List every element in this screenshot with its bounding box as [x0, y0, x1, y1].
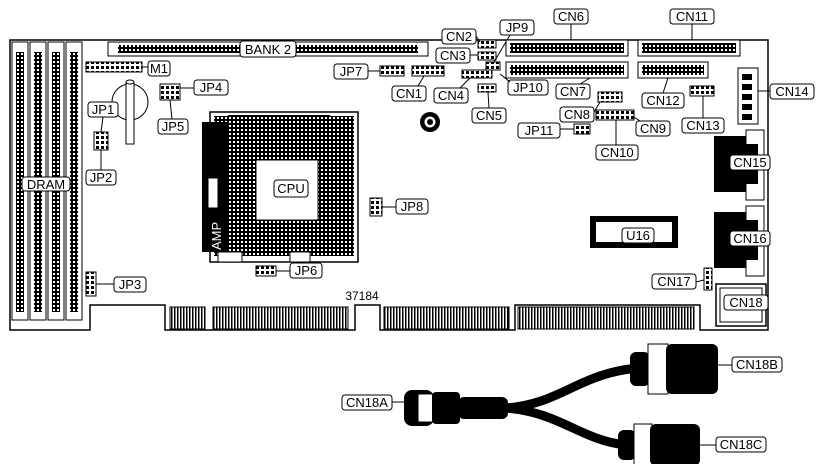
cn18b-label: CN18B	[736, 357, 778, 372]
edge-connector-pci-2	[517, 306, 695, 330]
jp6-label: JP6	[295, 263, 317, 278]
jp4-label: JP4	[200, 80, 222, 95]
cn17-header	[703, 267, 713, 291]
cn11-label: CN11	[676, 9, 708, 24]
jp9-label: JP9	[506, 20, 528, 35]
m1-header	[85, 61, 143, 73]
cn12-label: CN12	[646, 93, 679, 108]
part-number: 37184	[345, 289, 379, 303]
edge-connector-isa-1	[169, 306, 206, 330]
battery-icon	[111, 79, 149, 145]
u16-label: U16	[626, 228, 650, 243]
edge-connector-pci-1	[383, 306, 510, 330]
cn3-label: CN3	[440, 48, 466, 63]
jp1-label: JP1	[92, 102, 114, 117]
cn10-label: CN10	[600, 145, 633, 160]
jp7-label: JP7	[340, 64, 362, 79]
jp1-jumper	[93, 131, 109, 151]
y-cable	[404, 343, 718, 464]
jp5-label: JP5	[162, 119, 184, 134]
jp9-jumper	[485, 61, 501, 71]
m1-label: M1	[150, 61, 168, 76]
cn1-header	[411, 65, 445, 77]
jp2-label: JP2	[90, 170, 112, 185]
jp4-jumper	[159, 83, 181, 101]
cn16-label: CN16	[733, 231, 766, 246]
cn13-label: CN13	[686, 118, 719, 133]
jp6-jumper	[255, 265, 277, 277]
cn15-label: CN15	[733, 155, 766, 170]
cn3-header	[477, 51, 497, 61]
cpu-socket	[202, 111, 359, 263]
cn7-label: CN7	[560, 84, 586, 99]
cn14-label: CN14	[775, 84, 808, 99]
cn8-header	[597, 91, 623, 103]
jp11-label: JP11	[525, 123, 554, 138]
screw-icon	[420, 112, 440, 132]
cn1-label: CN1	[396, 86, 422, 101]
jp7-jumper	[379, 65, 405, 77]
cn2-header	[477, 39, 497, 49]
cn8-label: CN8	[564, 107, 590, 122]
cn5-header	[477, 83, 497, 93]
jp8-label: JP8	[401, 199, 423, 214]
cn4-header	[461, 69, 493, 79]
dram-label: DRAM	[27, 177, 65, 192]
cn13-header	[689, 85, 715, 97]
bank2-label: BANK 2	[245, 42, 291, 57]
cn17-label: CN17	[657, 274, 690, 289]
jp8-jumper	[369, 197, 383, 217]
cn4-label: CN4	[438, 88, 464, 103]
cn14-connector	[737, 67, 759, 125]
cpu-label: CPU	[277, 181, 304, 196]
jp11-jumper	[573, 123, 591, 135]
cn9-header	[595, 109, 635, 121]
cn6-label: CN6	[558, 9, 584, 24]
jp3-label: JP3	[119, 277, 141, 292]
jp3-jumper	[85, 271, 97, 297]
cn18a-label: CN18A	[346, 395, 388, 410]
cn2-label: CN2	[446, 29, 472, 44]
cn18-label: CN18	[729, 295, 762, 310]
amp-label: AMP	[209, 222, 224, 250]
cn9-label: CN9	[640, 121, 666, 136]
cn5-label: CN5	[476, 108, 502, 123]
edge-connector-isa-2	[212, 306, 349, 330]
jp10-label: JP10	[513, 80, 543, 95]
cn18c-label: CN18C	[720, 437, 763, 452]
